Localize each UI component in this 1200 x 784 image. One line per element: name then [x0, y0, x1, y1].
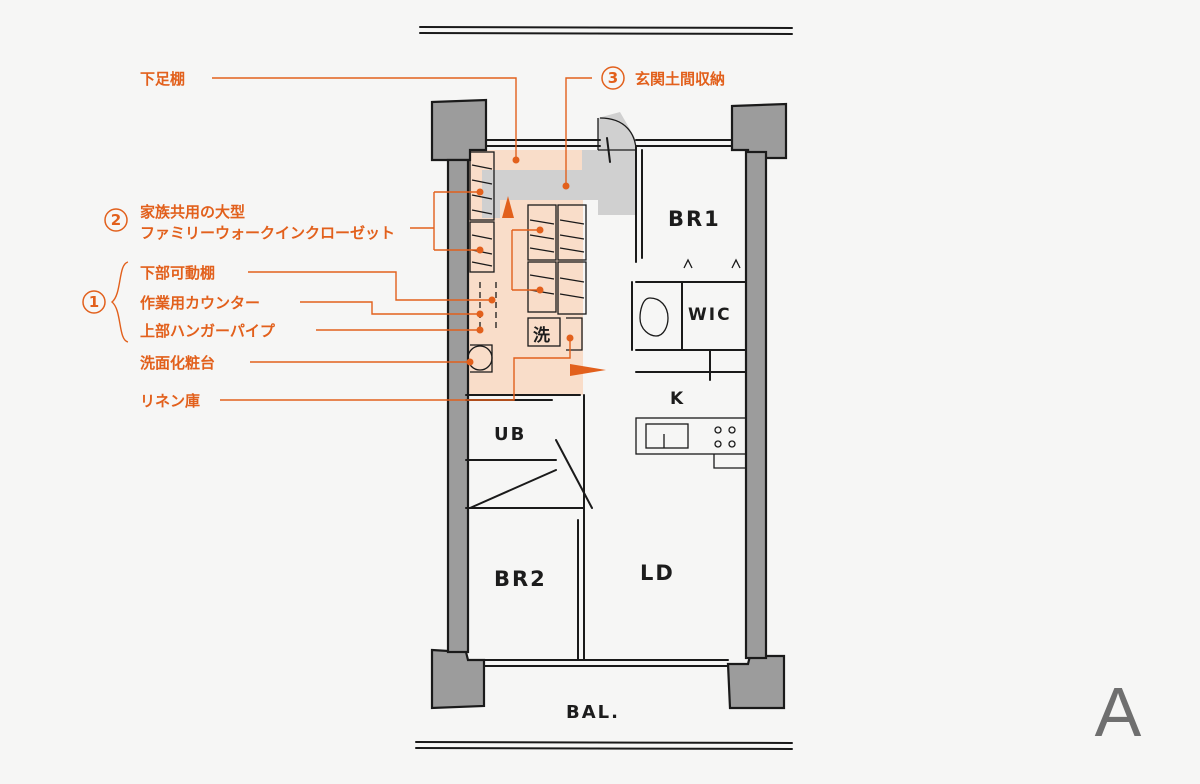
number-markers: 3 2 1 [82, 66, 625, 343]
label-hanger-pipe: 上部ハンガーパイプ [140, 322, 276, 340]
entrance-corridor [482, 112, 637, 218]
label-linen: リネン庫 [140, 392, 200, 410]
structural-columns [430, 98, 788, 710]
label-work-counter: 作業用カウンター [140, 294, 260, 312]
label-entrance-storage: 玄関土間収納 [635, 70, 725, 88]
boundary-rules [415, 26, 793, 750]
label-wic-line1: 家族共用の大型 [140, 203, 245, 221]
marker-3-number: 3 [608, 69, 618, 87]
marker-1-brace [110, 261, 129, 343]
marker-1-number: 1 [89, 293, 99, 311]
label-vanity: 洗面化粧台 [140, 354, 215, 372]
closet-shelves [467, 151, 587, 373]
label-wic-line2: ファミリーウォークインクローゼット [140, 224, 395, 242]
marker-2-number: 2 [111, 211, 121, 229]
room-wash: 洗 [533, 325, 550, 346]
room-ld: LD [640, 561, 675, 585]
room-wic: WIC [688, 305, 732, 325]
kitchen-fixtures [635, 258, 747, 469]
label-lower-shelf: 下部可動棚 [140, 264, 215, 282]
marker-3-circle [601, 66, 625, 90]
room-ub: UB [494, 424, 526, 445]
leader-lines [212, 77, 606, 401]
marker-2-circle [104, 208, 128, 232]
room-br1: BR1 [668, 207, 721, 231]
room-k: K [670, 389, 685, 409]
room-labels: BR1 WIC K UB BR2 LD BAL. 洗 [494, 207, 732, 723]
annotation-labels: 下足棚 玄関土間収納 家族共用の大型 ファミリーウォークインクローゼット 下部可… [140, 70, 725, 410]
room-br2: BR2 [494, 567, 547, 591]
plan-letter: A [1095, 673, 1142, 751]
marker-1-circle [82, 290, 106, 314]
room-bal: BAL. [566, 702, 620, 723]
label-shoe-shelf: 下足棚 [140, 70, 185, 88]
